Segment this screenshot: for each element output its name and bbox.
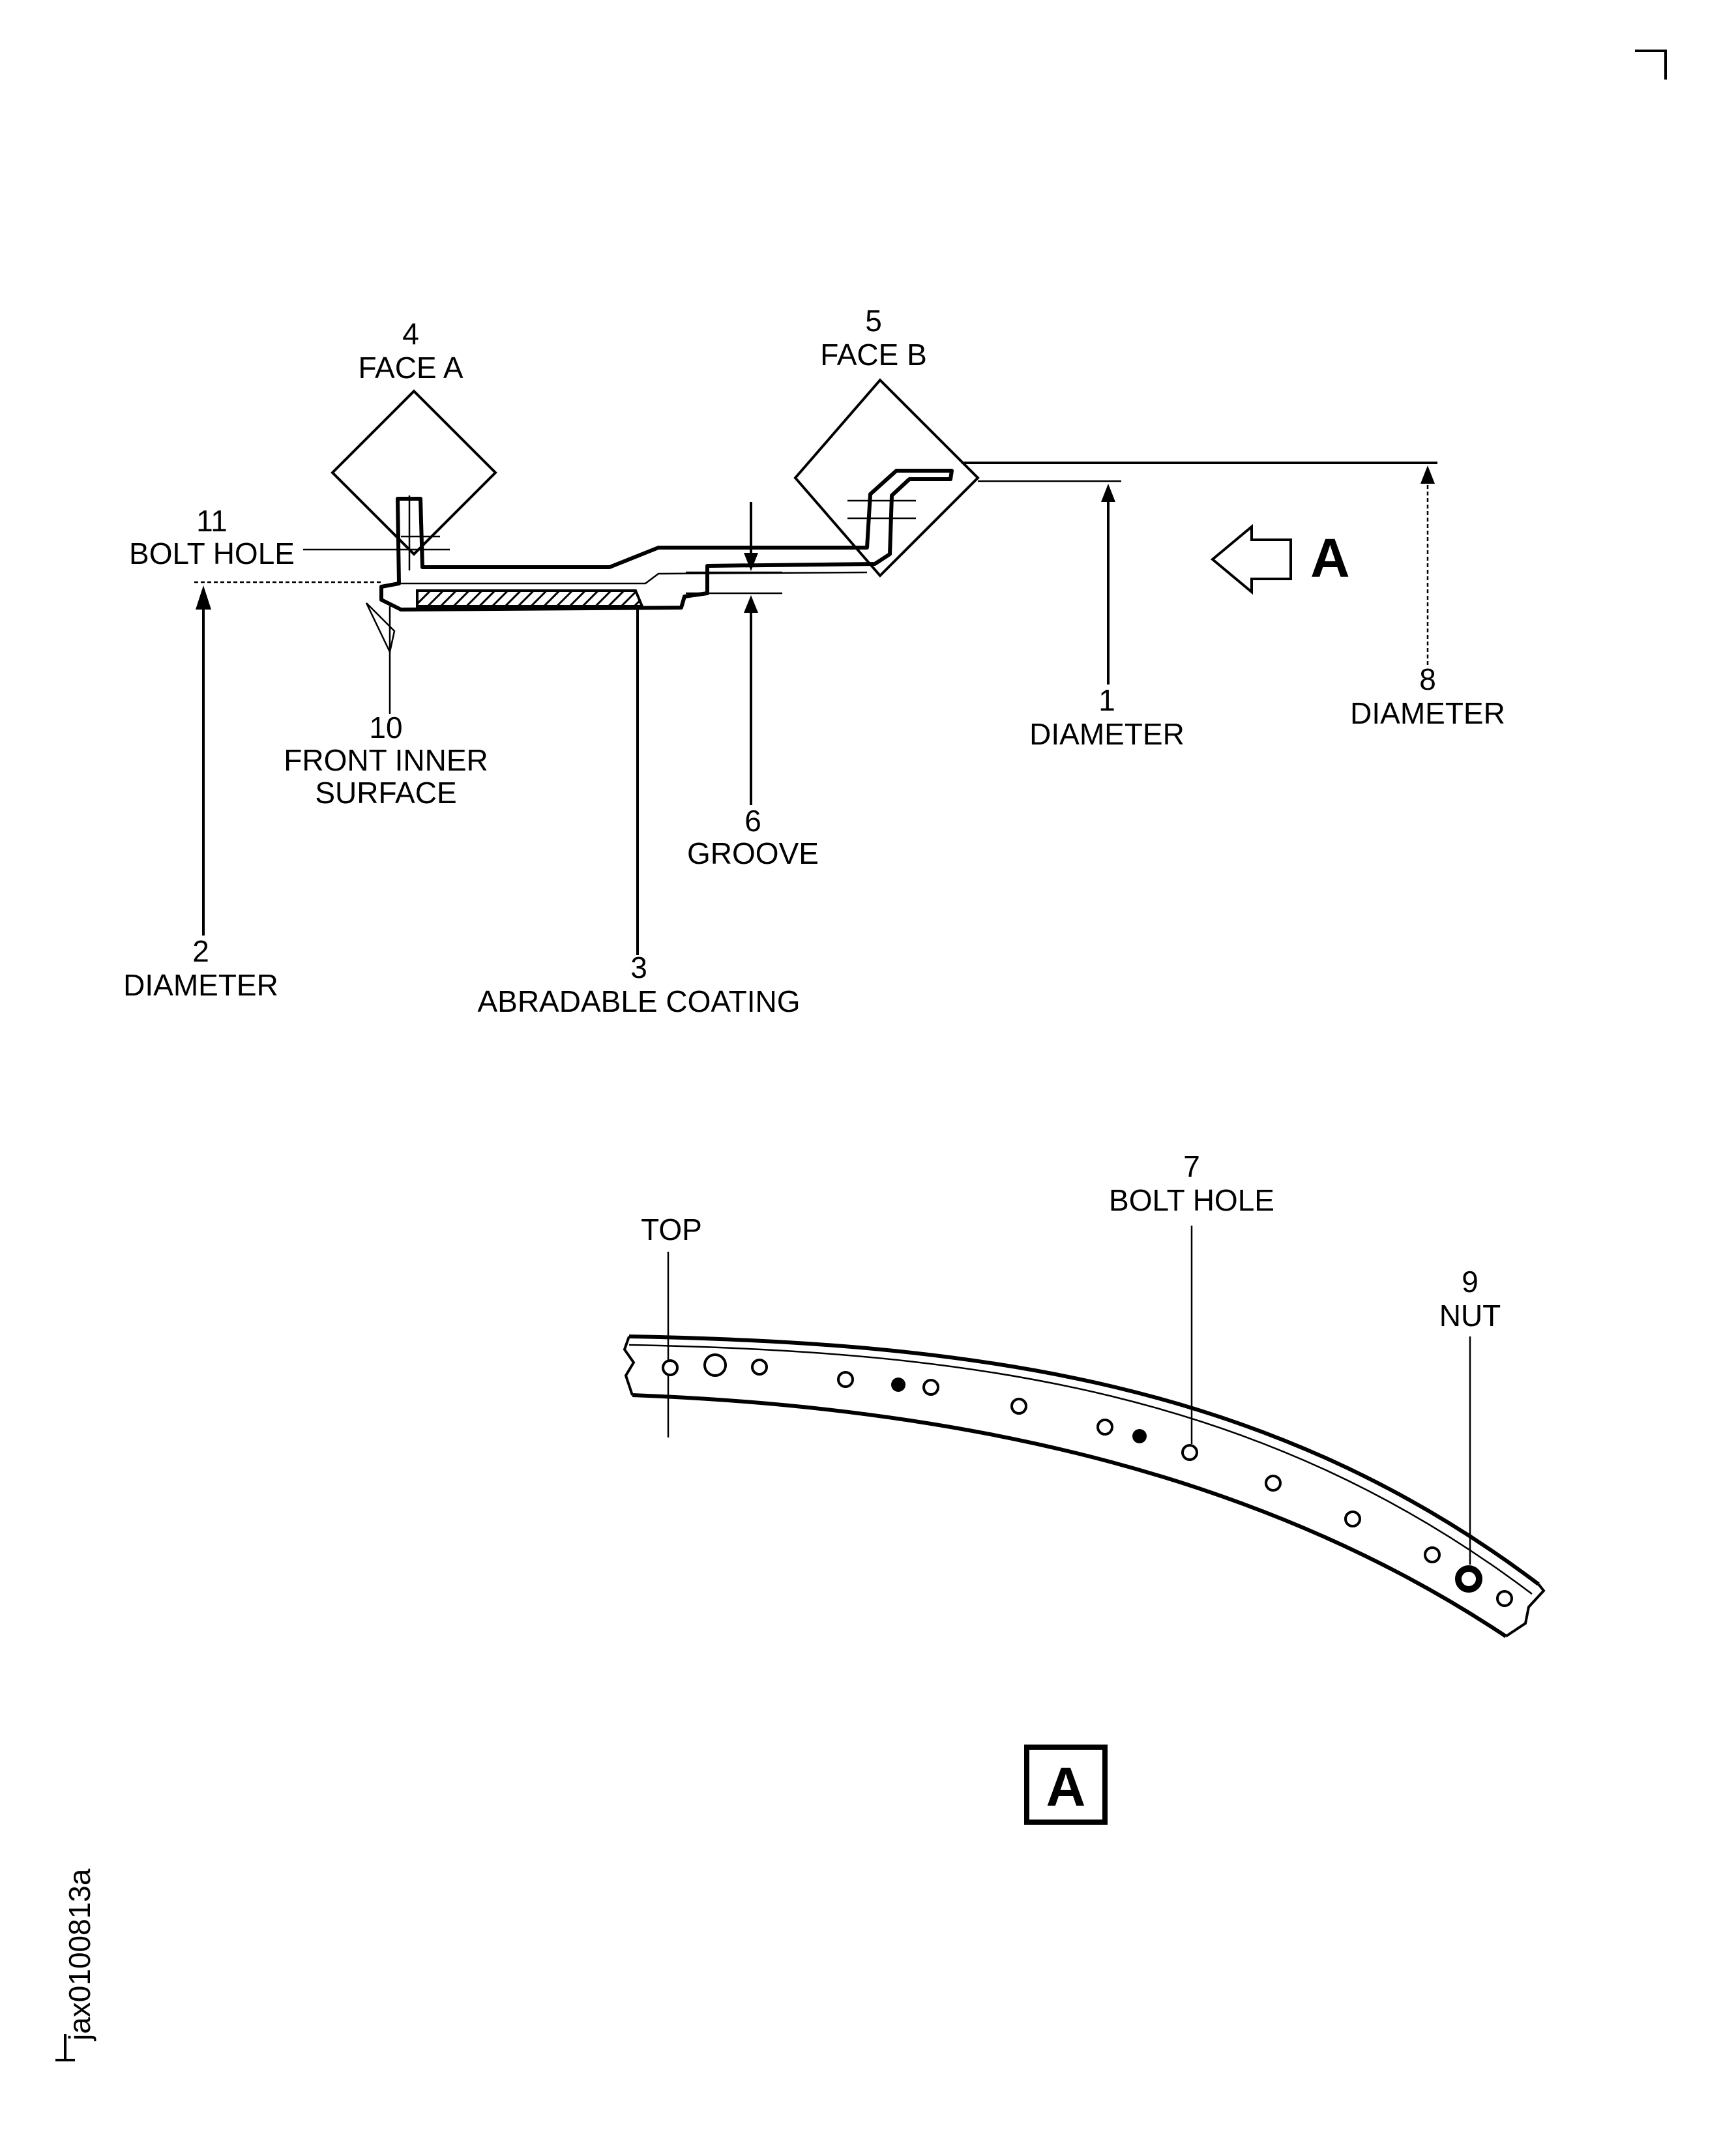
- callout-10-label-line2: SURFACE: [315, 776, 456, 810]
- bolt-hole: [1265, 1475, 1282, 1492]
- face-b-diamond: [793, 378, 980, 578]
- bolt-hole: [1010, 1398, 1027, 1415]
- bolt-hole: [1344, 1511, 1361, 1527]
- filled-hole: [1132, 1429, 1147, 1443]
- figure-id-corner-mark: [55, 2034, 75, 2061]
- ring-left-break: [623, 1336, 636, 1396]
- bolt-hole: [837, 1371, 854, 1388]
- ring-inner-edge: [632, 1393, 1507, 1638]
- ring-outer-edge: [628, 1334, 1540, 1586]
- bolt-hole: [922, 1379, 939, 1396]
- callout-7-number: 7: [1183, 1149, 1200, 1183]
- seal-section-outline: [379, 469, 954, 612]
- callout-10-label: FRONT INNER: [284, 743, 488, 777]
- abradable-coating: [416, 589, 644, 608]
- bolt-hole: [751, 1359, 768, 1376]
- view-a-ring-segment: TOP 7 BOLT HOLE 9 NUT A: [623, 1149, 1546, 1825]
- face-a-diamond: [331, 389, 497, 556]
- callout-11-label: BOLT HOLE: [129, 537, 295, 570]
- callout-9-number: 9: [1462, 1265, 1479, 1299]
- callout-10-number: 10: [369, 711, 402, 744]
- bolt-hole: [703, 1353, 727, 1377]
- callout-2-label: DIAMETER: [123, 968, 278, 1002]
- front-inner-surface-marker: [365, 602, 396, 655]
- callout-5-label: FACE B: [820, 338, 927, 372]
- view-a-box-label: A: [1046, 1756, 1086, 1818]
- callout-6-number: 6: [744, 804, 761, 838]
- callout-6-label: GROOVE: [687, 836, 819, 870]
- bolt-hole-7: [1181, 1444, 1198, 1461]
- section-view: A 4 FACE A 5 FACE B 11 BOLT HOLE 10 FRON…: [123, 304, 1505, 1018]
- callout-2-number: 2: [192, 934, 209, 968]
- ring-outer-edge-2: [628, 1344, 1533, 1595]
- callout-1-label: DIAMETER: [1029, 717, 1184, 751]
- bolt-hole: [1496, 1590, 1513, 1607]
- filled-hole: [891, 1378, 905, 1392]
- callout-4-label: FACE A: [358, 351, 463, 385]
- flange-inner-line: [399, 571, 868, 585]
- top-label: TOP: [641, 1213, 702, 1246]
- corner-mark: [1635, 50, 1667, 80]
- callout-3-label: ABRADABLE COATING: [477, 984, 800, 1018]
- callout-11-number: 11: [196, 504, 228, 538]
- view-a-label-box: [1024, 1745, 1108, 1825]
- callout-9-label: NUT: [1439, 1299, 1501, 1333]
- callout-8-number: 8: [1419, 662, 1436, 696]
- ring-right-break: [1505, 1583, 1546, 1638]
- callout-5-number: 5: [865, 304, 882, 338]
- bolt-hole: [1096, 1419, 1113, 1436]
- view-a-arrow: [1210, 523, 1292, 595]
- bolt-hole: [662, 1359, 679, 1376]
- callout-8-label: DIAMETER: [1350, 696, 1505, 730]
- callout-1-number: 1: [1098, 683, 1115, 717]
- callout-7-label: BOLT HOLE: [1109, 1183, 1274, 1217]
- callout-3-number: 3: [630, 951, 647, 984]
- view-a-arrow-label: A: [1310, 527, 1350, 589]
- nut: [1455, 1565, 1482, 1593]
- figure-id: jax0100813a: [63, 1868, 96, 2042]
- callout-4-number: 4: [402, 317, 419, 351]
- bolt-hole: [1424, 1546, 1441, 1563]
